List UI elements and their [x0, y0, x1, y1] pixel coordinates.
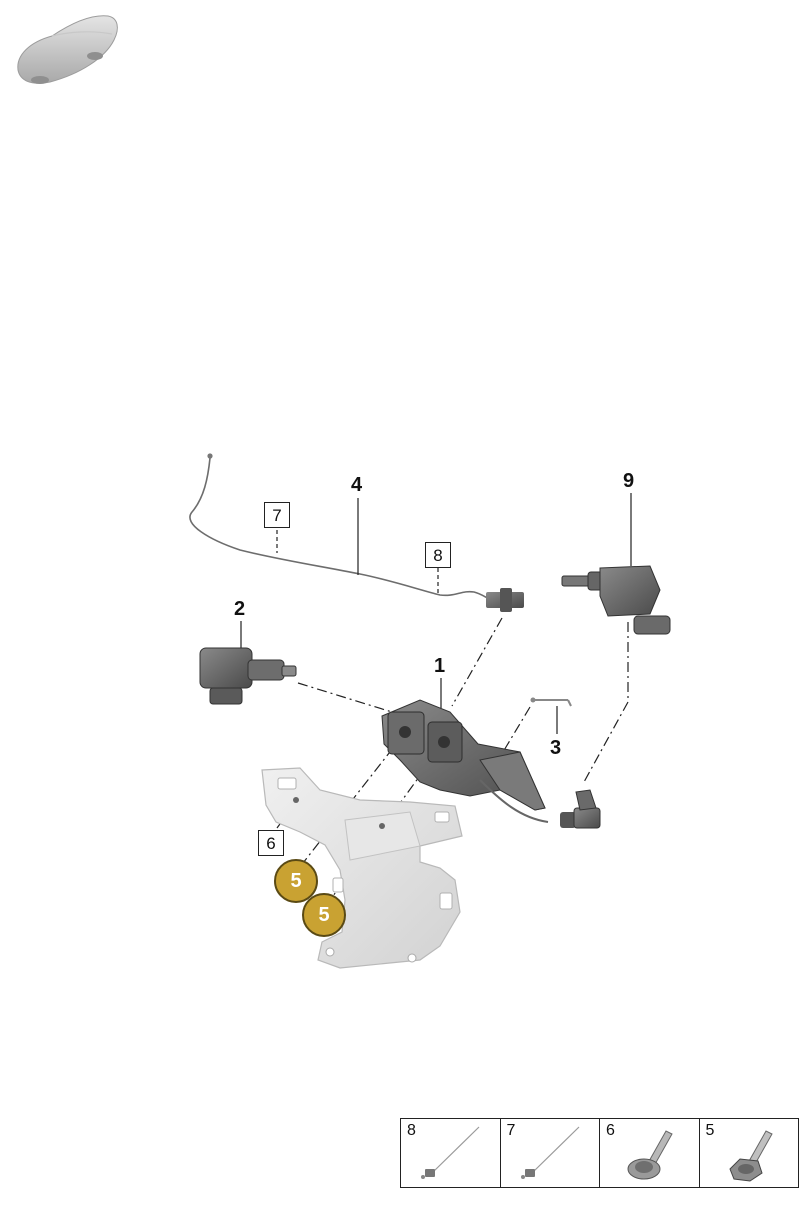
legend-number: 5 [705, 1122, 715, 1139]
connecting-rod [530, 697, 572, 707]
legend-number: 8 [407, 1122, 416, 1139]
boxed-label-6: 6 [258, 830, 284, 856]
latch-actuator [199, 647, 297, 705]
boxed-label-8: 8 [425, 542, 451, 568]
flange-bolt-icon [728, 1130, 773, 1182]
legend-cell-8: 8 [401, 1119, 501, 1187]
callout-4: 4 [351, 474, 363, 496]
mounting-bracket [261, 767, 463, 969]
callout-9: 9 [623, 470, 635, 492]
cable-end-fitting [486, 588, 524, 612]
parts-legend-table: 8 7 6 5 [400, 1118, 799, 1188]
cable-tie-icon [421, 1126, 480, 1179]
legend-cell-5: 5 [700, 1119, 799, 1187]
collar-bolt-icon [627, 1130, 673, 1180]
boxed-label-7: 7 [264, 502, 290, 528]
callout-2: 2 [234, 598, 246, 620]
legend-cell-7: 7 [501, 1119, 600, 1187]
legend-number: 6 [606, 1122, 615, 1139]
release-cable [189, 457, 493, 601]
badge-5-lower: 5 [302, 893, 346, 937]
callout-1: 1 [434, 655, 446, 677]
badge-5-upper: 5 [274, 859, 318, 903]
legend-number: 7 [506, 1122, 516, 1139]
cable-tie-icon [520, 1126, 579, 1179]
legend-cell-6: 6 [600, 1119, 700, 1187]
callout-3: 3 [550, 737, 562, 759]
hood-latch-assembly [381, 699, 601, 829]
hood-contact-switch [561, 565, 671, 635]
car-silhouette-icon [17, 15, 118, 84]
